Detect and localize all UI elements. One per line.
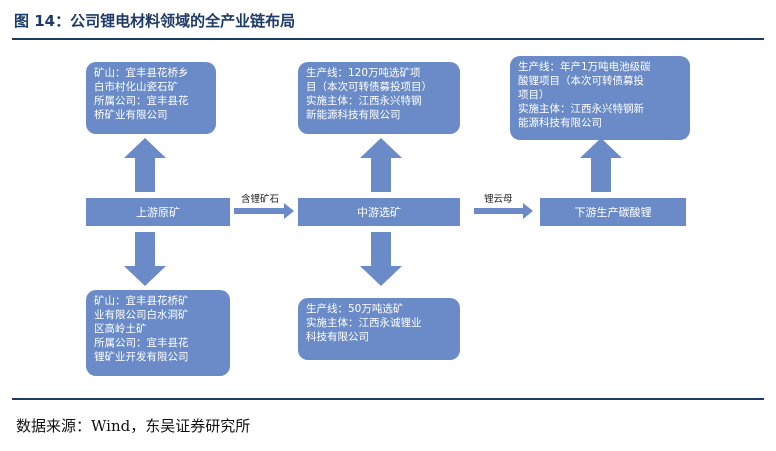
source-note: 数据来源：Wind，东吴证券研究所 <box>16 417 251 435</box>
stage-upstream: 上游原矿 <box>86 198 230 226</box>
arrow-up-upstream <box>124 138 166 192</box>
midstream-line-box-1: 生产线：120万吨选矿项 目（本次可转债募投项目） 实施主体：江西永兴特钢 新能… <box>298 62 460 134</box>
box-line: 生产线：50万吨选矿 <box>306 303 404 315</box>
arrow-down-upstream <box>124 232 166 286</box>
stage-downstream: 下游生产碳酸锂 <box>540 198 686 226</box>
box-line: 锂矿业开发有限公司 <box>94 351 189 363</box>
upstream-mine-box-1: 矿山：宜丰县花桥乡 白市村化山瓷石矿 所属公司：宜丰县花 桥矿业有限公司 <box>86 62 216 134</box>
box-line: 业有限公司白水洞矿 <box>94 309 189 321</box>
box-line: 目（本次可转债募投项目） <box>306 81 432 93</box>
box-line: 生产线：年产1万吨电池级碳 <box>518 61 651 73</box>
midstream-line-box-2: 生产线：50万吨选矿 实施主体：江西永诚锂业 科技有限公司 <box>298 298 460 360</box>
stage-midstream: 中游选矿 <box>298 198 460 226</box>
arrow-right-mid-to-down <box>474 203 533 219</box>
box-line: 白市村化山瓷石矿 <box>94 81 178 93</box>
box-line: 实施主体：江西永兴特钢 <box>306 95 422 107</box>
box-line: 实施主体：江西永兴特钢新 <box>518 103 644 115</box>
box-line: 能源科技有限公司 <box>518 117 602 129</box>
figure-title: 图 14：公司锂电材料领域的全产业链布局 <box>14 12 296 30</box>
box-line: 新能源科技有限公司 <box>306 109 401 121</box>
edge-label-ore: 含锂矿石 <box>241 194 280 205</box>
bottom-rule <box>12 398 764 400</box>
box-line: 酸锂项目（本次可转债募投 <box>518 75 644 87</box>
box-line: 所属公司：宜丰县花 <box>94 95 189 107</box>
box-line: 生产线：120万吨选矿项 <box>306 67 421 79</box>
top-rule <box>12 38 764 40</box>
downstream-line-box: 生产线：年产1万吨电池级碳 酸锂项目（本次可转债募投 项目） 实施主体：江西永兴… <box>510 56 690 140</box>
box-line: 矿山：宜丰县花桥矿 <box>94 295 189 307</box>
arrow-right-up-to-mid <box>234 203 294 219</box>
arrow-up-midstream <box>360 138 402 192</box>
arrow-down-midstream <box>360 232 402 286</box>
upstream-mine-box-2: 矿山：宜丰县花桥矿 业有限公司白水洞矿 区高岭土矿 所属公司：宜丰县花 锂矿业开… <box>86 290 230 376</box>
arrow-up-downstream <box>580 138 622 192</box>
edge-label-lepidolite: 锂云母 <box>484 194 513 205</box>
box-line: 项目） <box>518 89 550 101</box>
box-line: 桥矿业有限公司 <box>94 109 168 121</box>
box-line: 所属公司：宜丰县花 <box>94 337 189 349</box>
box-line: 科技有限公司 <box>306 331 369 343</box>
box-line: 实施主体：江西永诚锂业 <box>306 317 422 329</box>
box-line: 区高岭土矿 <box>94 323 147 335</box>
box-line: 矿山：宜丰县花桥乡 <box>94 67 189 79</box>
